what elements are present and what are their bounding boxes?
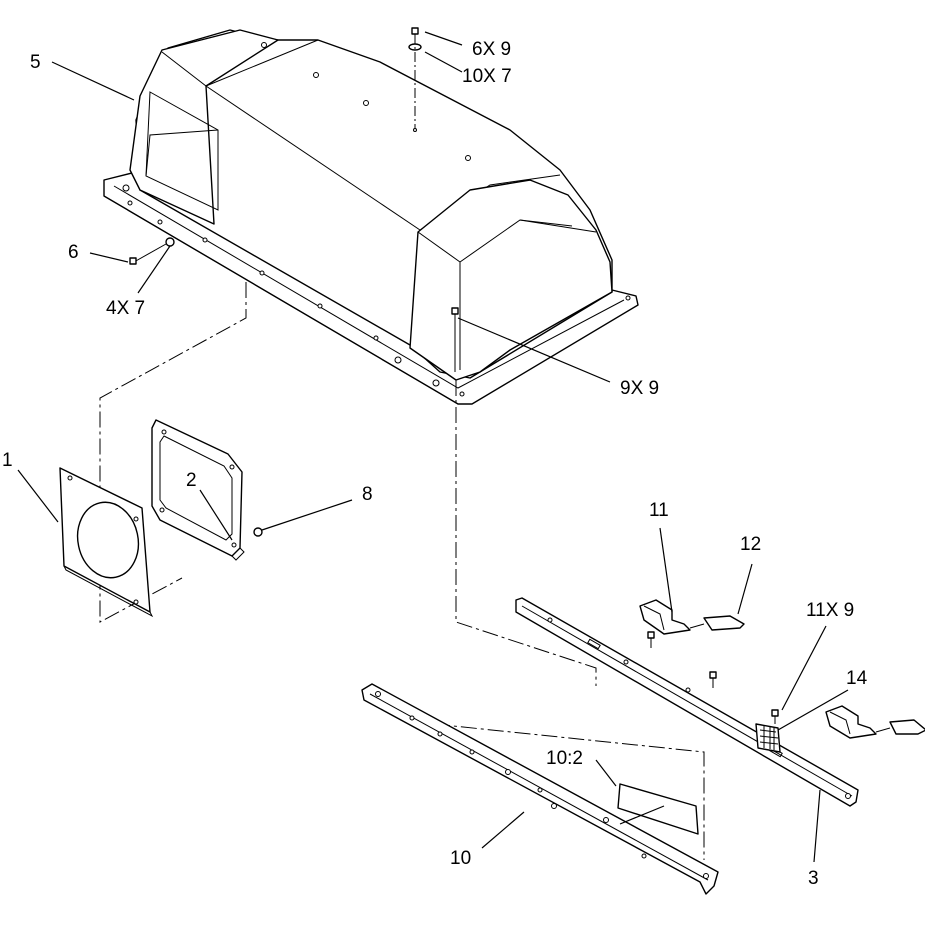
screen-part (755, 723, 781, 753)
clip-lower-part (825, 705, 877, 739)
callout-8: 8 (362, 484, 373, 505)
callout-10-2: 10:2 (546, 748, 583, 769)
callout-14: 14 (846, 668, 868, 689)
flange-screw (451, 307, 459, 372)
callout-10: 10 (450, 848, 471, 869)
housing-part (103, 29, 639, 405)
callout-11x9: 11X 9 (806, 600, 854, 621)
latch-lower-part (875, 719, 925, 735)
callout-4x7: 4X 7 (106, 298, 145, 319)
callout-3: 3 (808, 868, 819, 889)
nut-8 (253, 527, 263, 537)
top-screw-and-washer (408, 27, 422, 128)
assembly-lines (99, 282, 705, 860)
callout-12: 12 (740, 534, 761, 555)
mounting-plate-part (59, 467, 154, 618)
latch-upper-part (689, 615, 745, 631)
callout-6x9: 6X 9 (472, 39, 511, 60)
callout-10x7: 10X 7 (462, 66, 512, 87)
callout-11: 11 (649, 500, 669, 521)
callout-2: 2 (186, 470, 197, 491)
lower-rail-part (361, 683, 719, 895)
callout-5: 5 (30, 52, 41, 73)
rail-screws (647, 631, 779, 724)
leader-lines (17, 31, 849, 863)
callout-labels: 5 6X 9 10X 7 6 4X 7 9X 9 1 2 8 11 12 11X… (2, 39, 868, 889)
callout-6: 6 (68, 242, 79, 263)
callout-9x9: 9X 9 (620, 378, 659, 399)
gasket-part (151, 419, 245, 561)
side-screw-and-washer (129, 237, 175, 265)
callout-1: 1 (2, 450, 13, 471)
clip-upper-part (639, 599, 691, 635)
mounting-rail-part (515, 597, 859, 807)
